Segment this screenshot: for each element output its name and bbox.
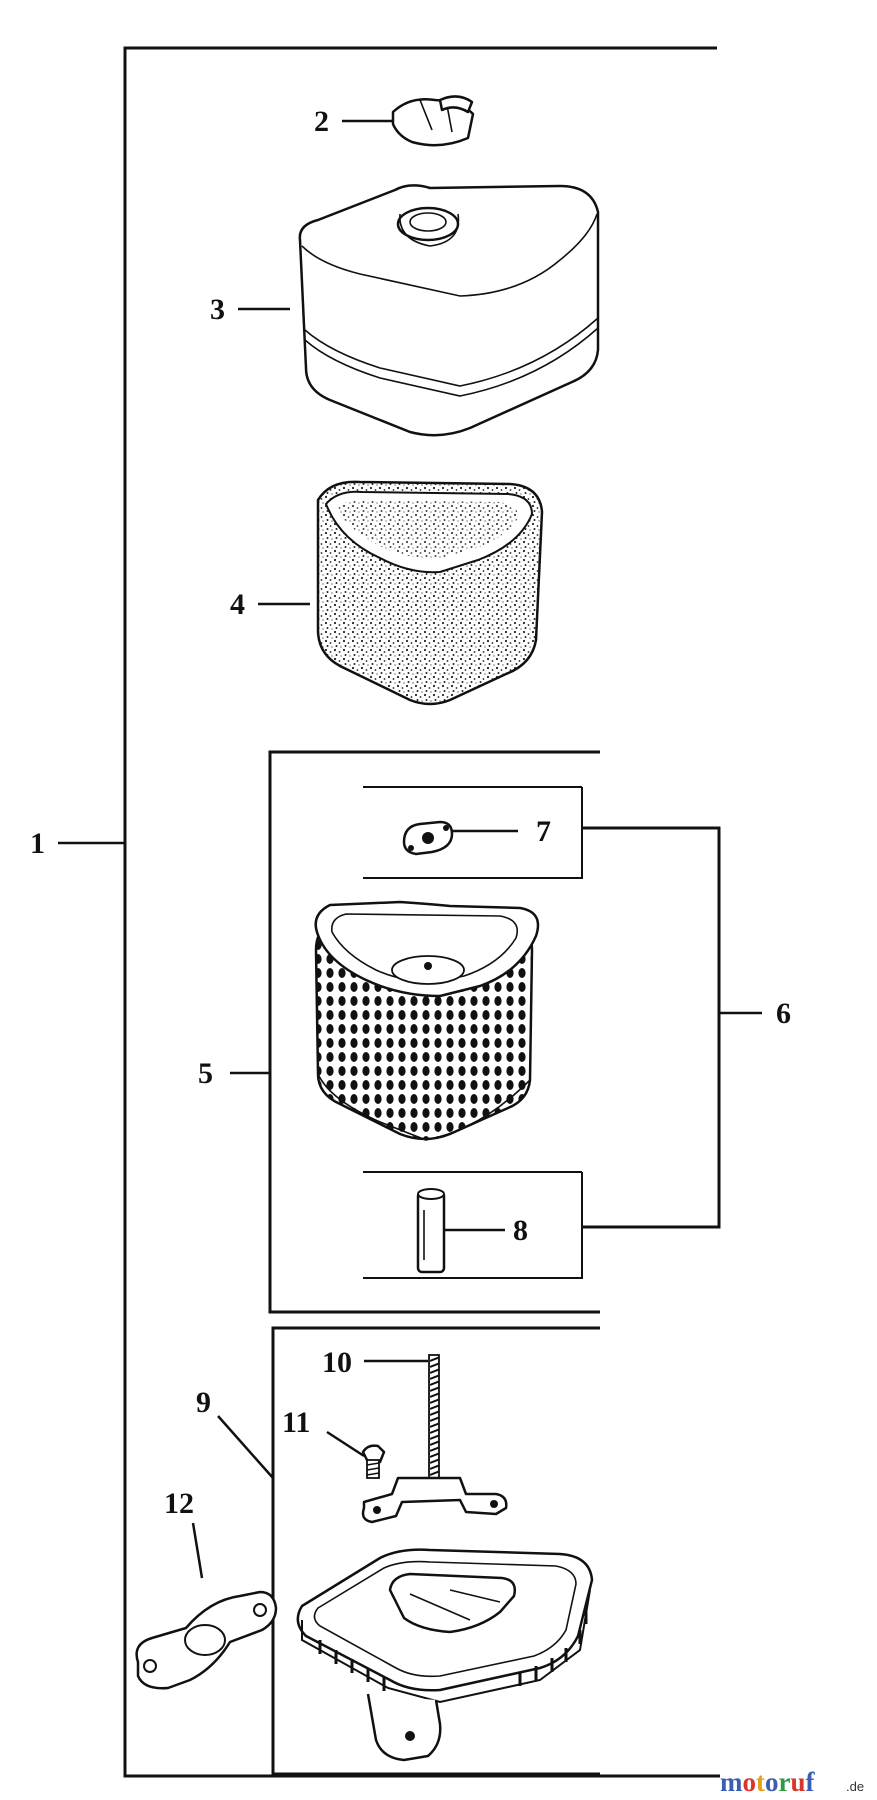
watermark-letter: t <box>756 1767 765 1797</box>
stud-bracket <box>361 1476 508 1524</box>
callout-2: 2 <box>314 105 329 138</box>
watermark-letter: o <box>743 1767 757 1797</box>
assembly-1-bracket <box>123 46 720 1778</box>
callout-12: 12 <box>164 1487 194 1520</box>
callout-3: 3 <box>210 293 225 326</box>
watermark-letter: r <box>779 1767 791 1797</box>
callout-labels: 1 2 3 4 5 6 7 8 9 10 11 12 <box>30 105 791 1520</box>
callout-1: 1 <box>30 827 45 860</box>
part-2-wing-nut <box>391 95 475 147</box>
kit-7-box <box>363 786 583 879</box>
leader-11 <box>326 1430 365 1458</box>
watermark-letter: o <box>765 1767 779 1797</box>
watermark-letter: m <box>720 1767 743 1797</box>
watermark-suffix: .de <box>846 1779 864 1794</box>
part-11-screw <box>361 1444 386 1479</box>
watermark-letter: u <box>790 1767 805 1797</box>
base-ribs <box>318 1610 588 1691</box>
leader-9 <box>217 1415 274 1479</box>
watermark-letter: f <box>806 1767 816 1797</box>
leader-12 <box>191 1522 204 1579</box>
kit-5-bracket <box>268 750 600 1314</box>
callout-5: 5 <box>198 1057 213 1090</box>
callout-10: 10 <box>322 1346 352 1379</box>
callout-9: 9 <box>196 1386 211 1419</box>
part-10-stud <box>428 1354 440 1494</box>
callout-4: 4 <box>230 588 245 621</box>
callout-8: 8 <box>513 1214 528 1247</box>
part-5-paper-element <box>314 900 540 1141</box>
part-12-gasket <box>135 1590 278 1690</box>
part-9-base <box>296 1548 594 1762</box>
kit-8-box <box>363 1171 583 1279</box>
part-7-seal-nut <box>402 820 454 856</box>
callout-11: 11 <box>282 1406 310 1439</box>
part-3-air-cleaner-cover <box>298 184 600 437</box>
callout-6: 6 <box>776 997 791 1030</box>
motoruf-watermark: motoruf .de <box>720 1767 864 1797</box>
callout-7: 7 <box>536 815 551 848</box>
part-8-sleeve <box>416 1188 446 1274</box>
svg-text:motoruf: motoruf <box>720 1767 816 1797</box>
group-6-bracket <box>582 826 721 1229</box>
assembly-9-bracket <box>271 1326 600 1776</box>
part-4-foam-precleaner <box>316 480 544 706</box>
